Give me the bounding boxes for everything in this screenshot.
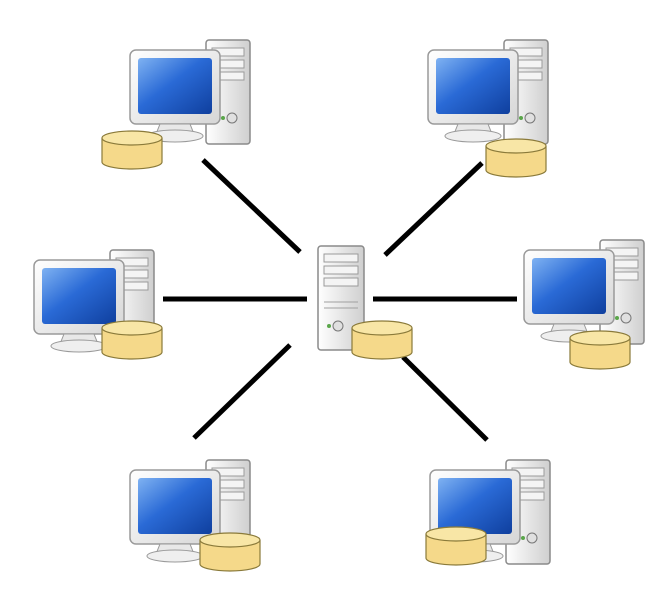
workstation-top-right	[427, 39, 549, 178]
link-top-left	[201, 158, 302, 254]
workstation-middle-right	[523, 239, 645, 370]
server-icon	[317, 245, 365, 351]
database-icon	[485, 138, 547, 178]
link-top-right	[383, 161, 484, 257]
workstation-bottom-left	[129, 459, 261, 572]
database-icon	[199, 532, 261, 572]
link-bottom-left	[192, 343, 292, 440]
workstation-icon	[129, 39, 251, 145]
database-icon	[101, 320, 163, 360]
database-icon	[351, 320, 413, 360]
network-links	[163, 158, 517, 442]
workstation-middle-left	[33, 249, 163, 360]
workstation-bottom-right	[425, 459, 551, 566]
database-icon	[425, 526, 487, 566]
workstation-icon	[523, 239, 645, 345]
database-icon	[569, 330, 631, 370]
database-icon	[101, 130, 163, 170]
workstation-icon	[427, 39, 549, 145]
workstation-top-left	[101, 39, 251, 170]
link-bottom-right	[401, 355, 489, 442]
